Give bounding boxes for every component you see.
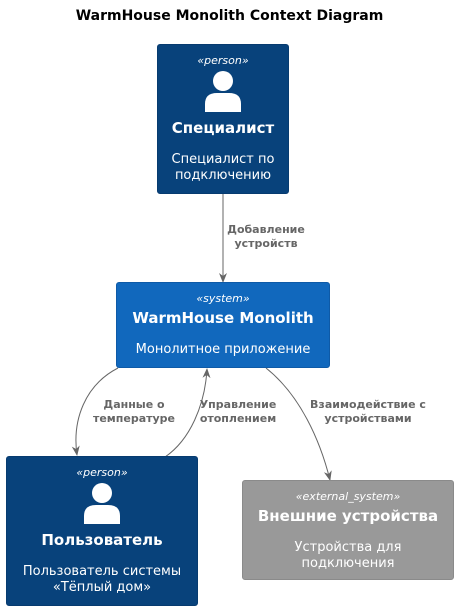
external-devices-stereotype: «external_system» bbox=[295, 490, 401, 503]
external-devices-desc-line2: подключения bbox=[301, 556, 395, 571]
monolith-stereotype: «system» bbox=[196, 292, 250, 305]
specialist-name: Специалист bbox=[171, 119, 275, 137]
edge-device-interaction bbox=[265, 367, 332, 481]
specialist-desc-line2: подключению bbox=[174, 168, 272, 183]
person-icon bbox=[205, 71, 241, 112]
edge-label-device-interaction-line2: устройствами bbox=[324, 412, 412, 425]
edge-label-heating-control: Управление отоплением bbox=[190, 398, 286, 426]
edge-label-heating-control-line1: Управление bbox=[199, 398, 277, 411]
person-icon bbox=[84, 483, 120, 524]
user-desc-line1: Пользователь системы bbox=[22, 564, 182, 579]
monolith-node[interactable]: «system» WarmHouse Monolith Монолитное п… bbox=[116, 282, 330, 368]
edge-label-temperature-data: Данные о температуре bbox=[84, 398, 184, 426]
specialist-stereotype: «person» bbox=[197, 54, 249, 67]
user-name: Пользователь bbox=[41, 531, 163, 549]
monolith-desc: Монолитное приложение bbox=[135, 342, 311, 357]
external-devices-desc-line1: Устройства для bbox=[294, 540, 402, 555]
edge-label-temperature-data-line1: Данные о bbox=[103, 398, 165, 411]
edge-label-heating-control-line2: отоплением bbox=[199, 412, 277, 425]
user-node[interactable]: «person» Пользователь Пользователь систе… bbox=[6, 456, 198, 606]
edge-label-device-interaction-line1: Взаимодействие с bbox=[310, 398, 426, 411]
diagram-title: WarmHouse Monolith Context Diagram bbox=[75, 8, 384, 24]
specialist-desc-line1: Специалист по bbox=[171, 152, 275, 167]
user-stereotype: «person» bbox=[76, 466, 128, 479]
edge-label-add-devices-line1: Добавление bbox=[227, 223, 305, 236]
edge-heating-control bbox=[164, 368, 211, 458]
external-devices-name: Внешние устройства bbox=[257, 507, 439, 525]
edge-temperature-data bbox=[71, 367, 119, 456]
edge-label-device-interaction: Взаимодействие с устройствами bbox=[298, 398, 438, 426]
edge-label-add-devices-line2: устройств bbox=[234, 237, 298, 250]
edge-label-temperature-data-line2: температуре bbox=[92, 412, 176, 425]
specialist-node[interactable]: «person» Специалист Специалист по подклю… bbox=[157, 44, 289, 194]
external-devices-node[interactable]: «external_system» Внешние устройства Уст… bbox=[242, 480, 454, 580]
edge-label-add-devices: Добавление устройств bbox=[214, 223, 318, 251]
user-desc-line2: «Тёплый дом» bbox=[52, 580, 152, 595]
monolith-name: WarmHouse Monolith bbox=[132, 309, 314, 327]
